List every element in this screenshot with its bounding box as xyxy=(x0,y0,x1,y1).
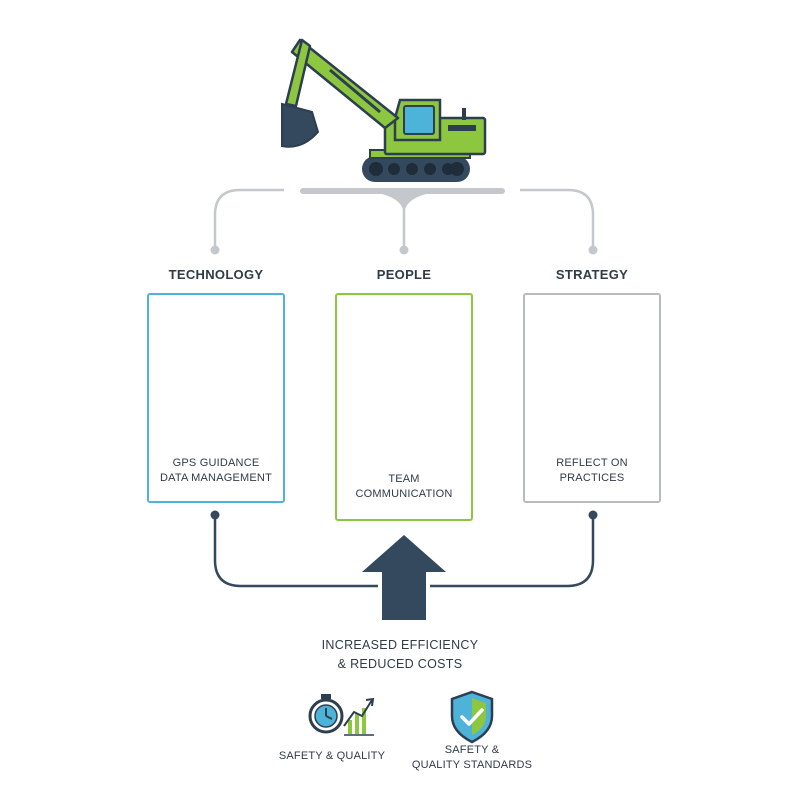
benefit-safety-quality: SAFETY & QUALITY xyxy=(262,749,402,764)
outcome-line-2: & REDUCED COSTS xyxy=(337,657,463,671)
outcome-text: INCREASED EFFICIENCY & REDUCED COSTS xyxy=(300,636,500,674)
column-title-technology: TECHNOLOGY xyxy=(168,267,264,282)
strategy-box: REFLECT ON PRACTICES xyxy=(523,293,661,503)
connector-dots xyxy=(210,245,598,255)
bottom-connector xyxy=(213,514,595,588)
people-line-2: COMMUNICATION xyxy=(355,488,453,500)
excavator-icon xyxy=(281,38,505,194)
people-box-text: TEAM COMMUNICATION xyxy=(337,472,471,502)
benefit-2-line-1: SAFETY & xyxy=(444,744,500,756)
shield-check-icon xyxy=(450,690,494,744)
benefit-2-line-2: QUALITY STANDARDS xyxy=(411,759,533,771)
strategy-box-text: REFLECT ON PRACTICES xyxy=(525,456,659,486)
up-arrow-icon xyxy=(362,535,446,620)
column-title-strategy: STRATEGY xyxy=(555,267,629,282)
column-title-people: PEOPLE xyxy=(376,267,432,282)
technology-box: GPS GUIDANCE DATA MANAGEMENT xyxy=(147,293,285,503)
stopwatch-growth-icon xyxy=(308,694,375,736)
technology-line-2: DATA MANAGEMENT xyxy=(160,472,272,484)
outcome-line-1: INCREASED EFFICIENCY xyxy=(321,638,479,652)
benefit-quality-standards: SAFETY & QUALITY STANDARDS xyxy=(402,743,542,773)
strategy-line-1: REFLECT ON xyxy=(556,457,628,469)
people-box: TEAM COMMUNICATION xyxy=(335,293,473,521)
people-line-1: TEAM xyxy=(388,473,420,485)
technology-line-1: GPS GUIDANCE xyxy=(172,457,260,469)
benefit-1-line-1: SAFETY & QUALITY xyxy=(278,750,386,762)
strategy-line-2: PRACTICES xyxy=(559,472,625,484)
technology-box-text: GPS GUIDANCE DATA MANAGEMENT xyxy=(149,456,283,486)
